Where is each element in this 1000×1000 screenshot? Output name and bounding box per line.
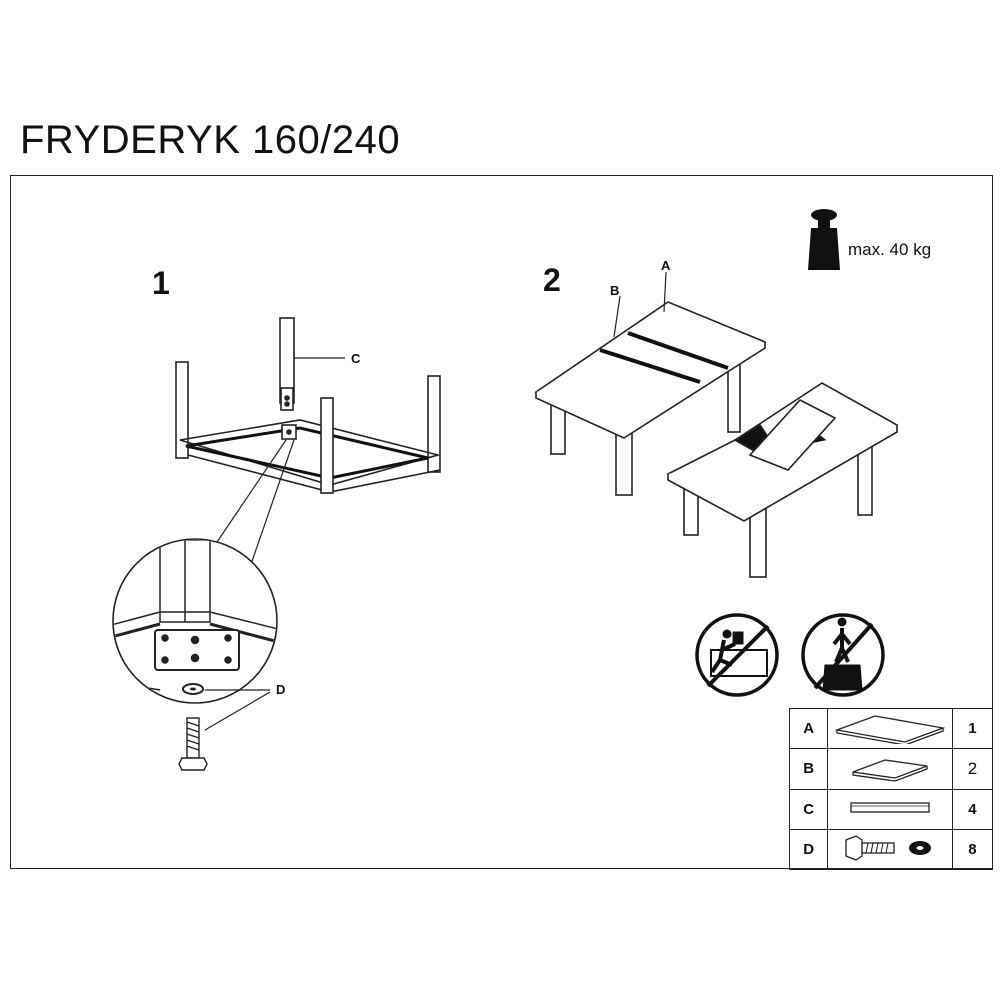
weight-icon [808, 209, 840, 270]
leg-back-left [175, 361, 189, 459]
no-climbing-icon [695, 613, 779, 697]
label-d: D [276, 682, 286, 697]
large-panel-icon [827, 707, 953, 750]
leg-front [320, 397, 334, 494]
part-letter: B [788, 748, 829, 790]
no-standing-icon [801, 613, 885, 697]
part-letter: C [788, 788, 829, 830]
step-2-number: 2 [543, 262, 561, 298]
part-qty: 4 [951, 788, 994, 830]
part-qty: 8 [951, 828, 994, 871]
leg-icon [827, 788, 953, 830]
label-b: B [610, 283, 620, 298]
label-c: C [351, 351, 361, 366]
parts-row: B 2 [788, 748, 994, 790]
step-1-number: 1 [152, 265, 170, 301]
part-letter: A [788, 707, 829, 750]
table-closed [534, 301, 767, 496]
parts-row: D 8 [788, 828, 994, 871]
detail-circle [112, 538, 278, 704]
table-frame-step1 [175, 317, 442, 494]
parts-row: A 1 [788, 707, 994, 750]
instruction-frame [10, 175, 993, 869]
bolt-washer-icon [827, 828, 953, 871]
bolt-d [178, 717, 208, 771]
label-a: A [661, 258, 671, 273]
part-qty: 1 [951, 707, 994, 750]
document-title: FRYDERYK 160/240 [20, 118, 401, 162]
small-panel-icon [827, 748, 953, 790]
part-letter: D [788, 828, 829, 871]
parts-table: A 1 B 2 C 4 D 8 [788, 707, 994, 871]
parts-row: C 4 [788, 788, 994, 830]
max-weight-text: max. 40 kg [848, 240, 932, 259]
table-extended [666, 382, 899, 578]
part-qty: 2 [951, 748, 994, 790]
